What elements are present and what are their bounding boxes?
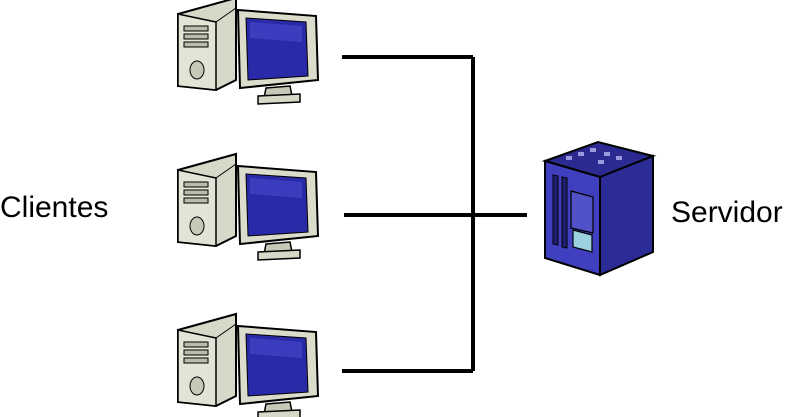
- client-computer-icon: [177, 0, 319, 105]
- clients-label: Clientes: [0, 191, 109, 224]
- connection-lines: [342, 55, 527, 373]
- client-computer-icon: [177, 153, 319, 261]
- server-label: Servidor: [671, 196, 783, 229]
- client-computer-icon: [177, 313, 319, 417]
- server-icon: [541, 140, 657, 277]
